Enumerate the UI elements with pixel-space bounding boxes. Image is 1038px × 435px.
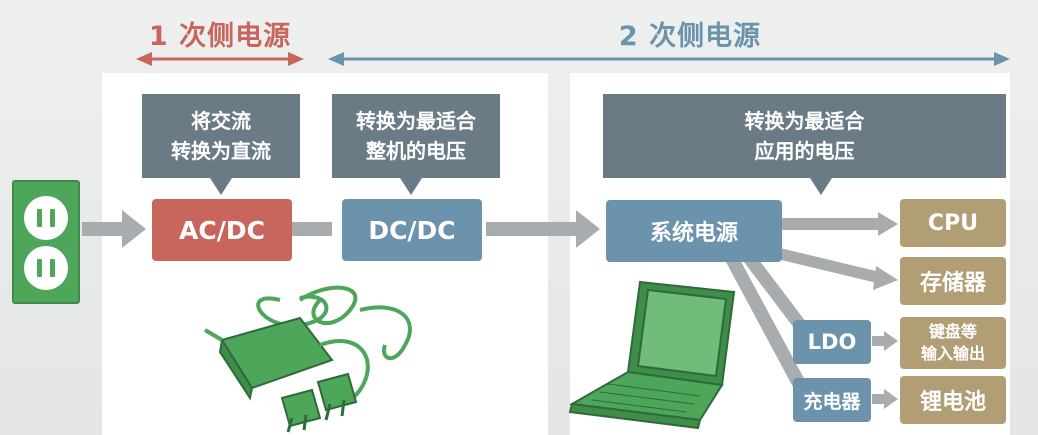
dcdc-block: DC/DC	[342, 199, 482, 261]
power-outlet-icon	[12, 180, 80, 304]
secondary-range-arrow	[328, 52, 1010, 66]
branch-arrow-cpu	[780, 212, 898, 236]
storage-block: 存储器	[900, 257, 1006, 305]
secondary-side-header: 2 次侧电源	[618, 21, 762, 52]
acdc-block: AC/DC	[152, 199, 292, 261]
socket-bottom	[24, 246, 68, 290]
flow-arrow-acdc-to-dcdc	[292, 222, 332, 236]
callout-acdc: 将交流 转换为直流	[142, 94, 300, 178]
callout-system: 转换为最适合 应用的电压	[603, 94, 1006, 178]
callout-dcdc: 转换为最适合 整机的电压	[332, 94, 500, 178]
cpu-block: CPU	[900, 199, 1006, 247]
socket-top	[24, 196, 68, 240]
branch-arrow-keyboard	[872, 331, 898, 351]
branch-arrow-battery	[872, 389, 898, 409]
callout-tail-dcdc	[400, 178, 422, 195]
keyboard-io-block: 键盘等 输入输出	[900, 317, 1006, 369]
primary-range-arrow	[136, 52, 304, 66]
callout-tail-acdc	[210, 178, 232, 195]
branch-arrow-charger	[726, 258, 806, 387]
flow-arrow-dcdc-to-system	[486, 210, 600, 248]
ldo-block: LDO	[793, 320, 871, 364]
branch-arrow-ldo	[744, 256, 806, 328]
branch-arrow-storage	[777, 248, 898, 290]
system-power-block: 系统电源	[606, 200, 782, 262]
laptop-illustration	[568, 280, 736, 430]
callout-tail-system	[810, 178, 832, 195]
ac-adapter-illustration	[203, 285, 412, 433]
battery-block: 锂电池	[900, 376, 1006, 424]
primary-side-header: 1 次侧电源	[148, 21, 292, 52]
charger-block: 充电器	[793, 378, 871, 422]
flow-arrow-outlet-to-acdc	[82, 210, 146, 248]
